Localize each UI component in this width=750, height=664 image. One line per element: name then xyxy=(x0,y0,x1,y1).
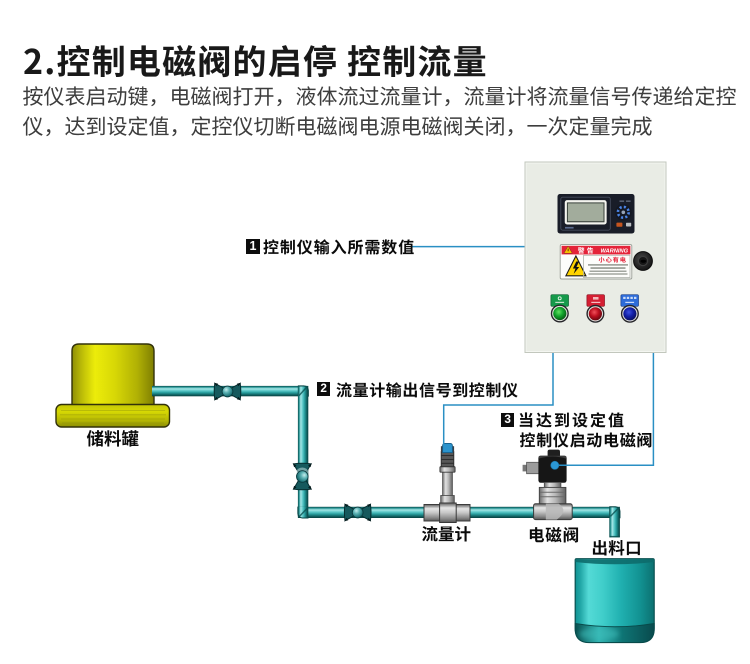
svg-text:小心有电: 小心有电 xyxy=(599,255,627,264)
svg-text:警告: 警告 xyxy=(578,245,596,255)
svg-text:WARNING: WARNING xyxy=(601,249,629,255)
